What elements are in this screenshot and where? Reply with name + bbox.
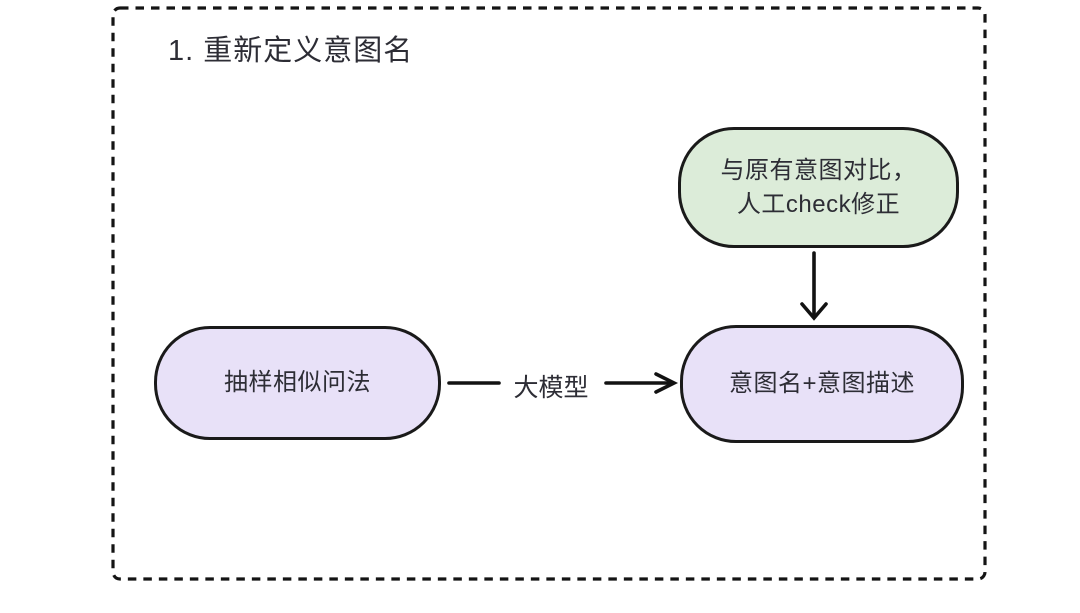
arrow-llm-head-icon — [654, 372, 679, 394]
node-sample-questions: 抽样相似问法 — [154, 326, 441, 440]
node-compare-check: 与原有意图对比， 人工check修正 — [678, 127, 959, 248]
dashed-frame — [111, 6, 987, 581]
diagram-title: 1. 重新定义意图名 — [168, 35, 414, 67]
node-compare-check-line1: 与原有意图对比， — [720, 156, 917, 184]
arrow-check — [800, 251, 828, 321]
node-compare-check-line2: 人工check修正 — [736, 190, 901, 218]
edge-label-llm: 大模型 — [513, 374, 589, 402]
node-intent-output-label: 意图名+意图描述 — [728, 370, 915, 397]
node-intent-output: 意图名+意图描述 — [680, 325, 964, 443]
arrow-llm — [447, 372, 679, 394]
node-sample-questions-label: 抽样相似问法 — [224, 369, 371, 396]
arrow-check-head-icon — [800, 302, 828, 321]
